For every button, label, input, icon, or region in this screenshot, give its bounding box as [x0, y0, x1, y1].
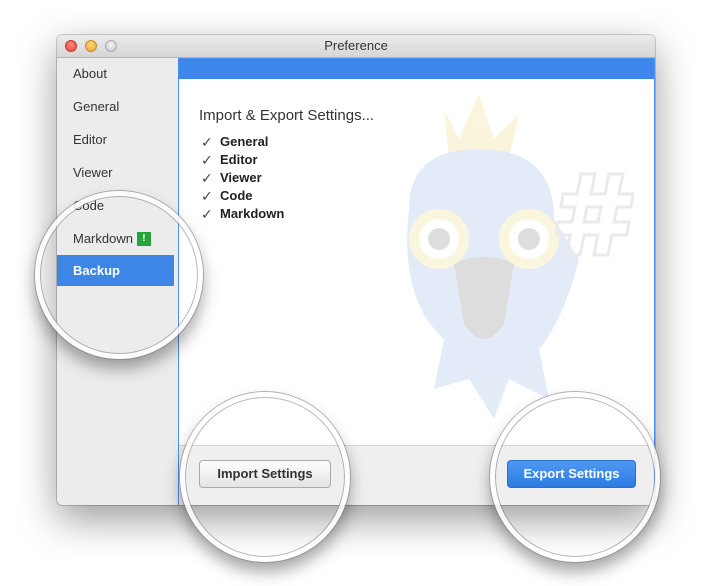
- sidebar-item-label: Backup: [73, 263, 120, 278]
- update-badge: !: [136, 231, 151, 246]
- mascot-watermark: [407, 94, 635, 419]
- sidebar-item-general[interactable]: General: [57, 91, 174, 122]
- backup-panel: Import & Export Settings... ✓ General ✓ …: [178, 58, 655, 505]
- preferences-sidebar: About General Editor Viewer Code Markdow…: [57, 58, 178, 505]
- sidebar-item-label: General: [73, 99, 120, 114]
- sidebar-item-viewer[interactable]: Viewer: [57, 157, 174, 188]
- settings-checklist: ✓ General ✓ Editor ✓ Viewer ✓ Code ✓ Mar…: [201, 133, 284, 223]
- sidebar-item-markdown[interactable]: Markdown!: [57, 223, 174, 254]
- close-window-button[interactable]: [65, 40, 77, 52]
- checkbox-label: Editor: [220, 152, 258, 167]
- check-icon: ✓: [201, 134, 213, 150]
- sidebar-item-label: About: [73, 66, 107, 81]
- sidebar-item-label: Editor: [73, 132, 107, 147]
- checkbox-label: Viewer: [220, 170, 262, 185]
- panel-footer: Import Settings Export Settings: [179, 445, 654, 505]
- check-icon: ✓: [201, 170, 213, 186]
- sidebar-item-label: Markdown: [73, 231, 133, 246]
- window-title: Preference: [324, 38, 388, 53]
- sidebar-item-label: Viewer: [73, 165, 113, 180]
- preferences-window: Preference About General Editor Viewer C…: [57, 35, 655, 505]
- checkbox-general[interactable]: ✓ General: [201, 133, 284, 151]
- title-bar: Preference: [57, 35, 655, 58]
- checkbox-label: Markdown: [220, 206, 285, 221]
- panel-header-bar: [179, 59, 654, 79]
- import-settings-button[interactable]: Import Settings: [199, 460, 331, 488]
- checkbox-label: General: [220, 134, 269, 149]
- checkbox-viewer[interactable]: ✓ Viewer: [201, 169, 284, 187]
- sidebar-item-label: Code: [73, 198, 105, 213]
- checkbox-markdown[interactable]: ✓ Markdown: [201, 205, 284, 223]
- checkbox-code[interactable]: ✓ Code: [201, 187, 284, 205]
- sidebar-item-code[interactable]: Code: [57, 190, 174, 221]
- checkbox-editor[interactable]: ✓ Editor: [201, 151, 284, 169]
- minimize-window-button[interactable]: [85, 40, 97, 52]
- sidebar-item-backup[interactable]: Backup: [57, 255, 174, 286]
- sidebar-item-editor[interactable]: Editor: [57, 124, 174, 155]
- export-settings-button[interactable]: Export Settings: [507, 460, 636, 488]
- check-icon: ✓: [201, 206, 213, 222]
- check-icon: ✓: [201, 188, 213, 204]
- sidebar-item-about[interactable]: About: [57, 58, 174, 89]
- check-icon: ✓: [201, 152, 213, 168]
- zoom-window-button[interactable]: [105, 40, 117, 52]
- checkbox-label: Code: [220, 188, 253, 203]
- backup-heading: Import & Export Settings...: [199, 107, 375, 124]
